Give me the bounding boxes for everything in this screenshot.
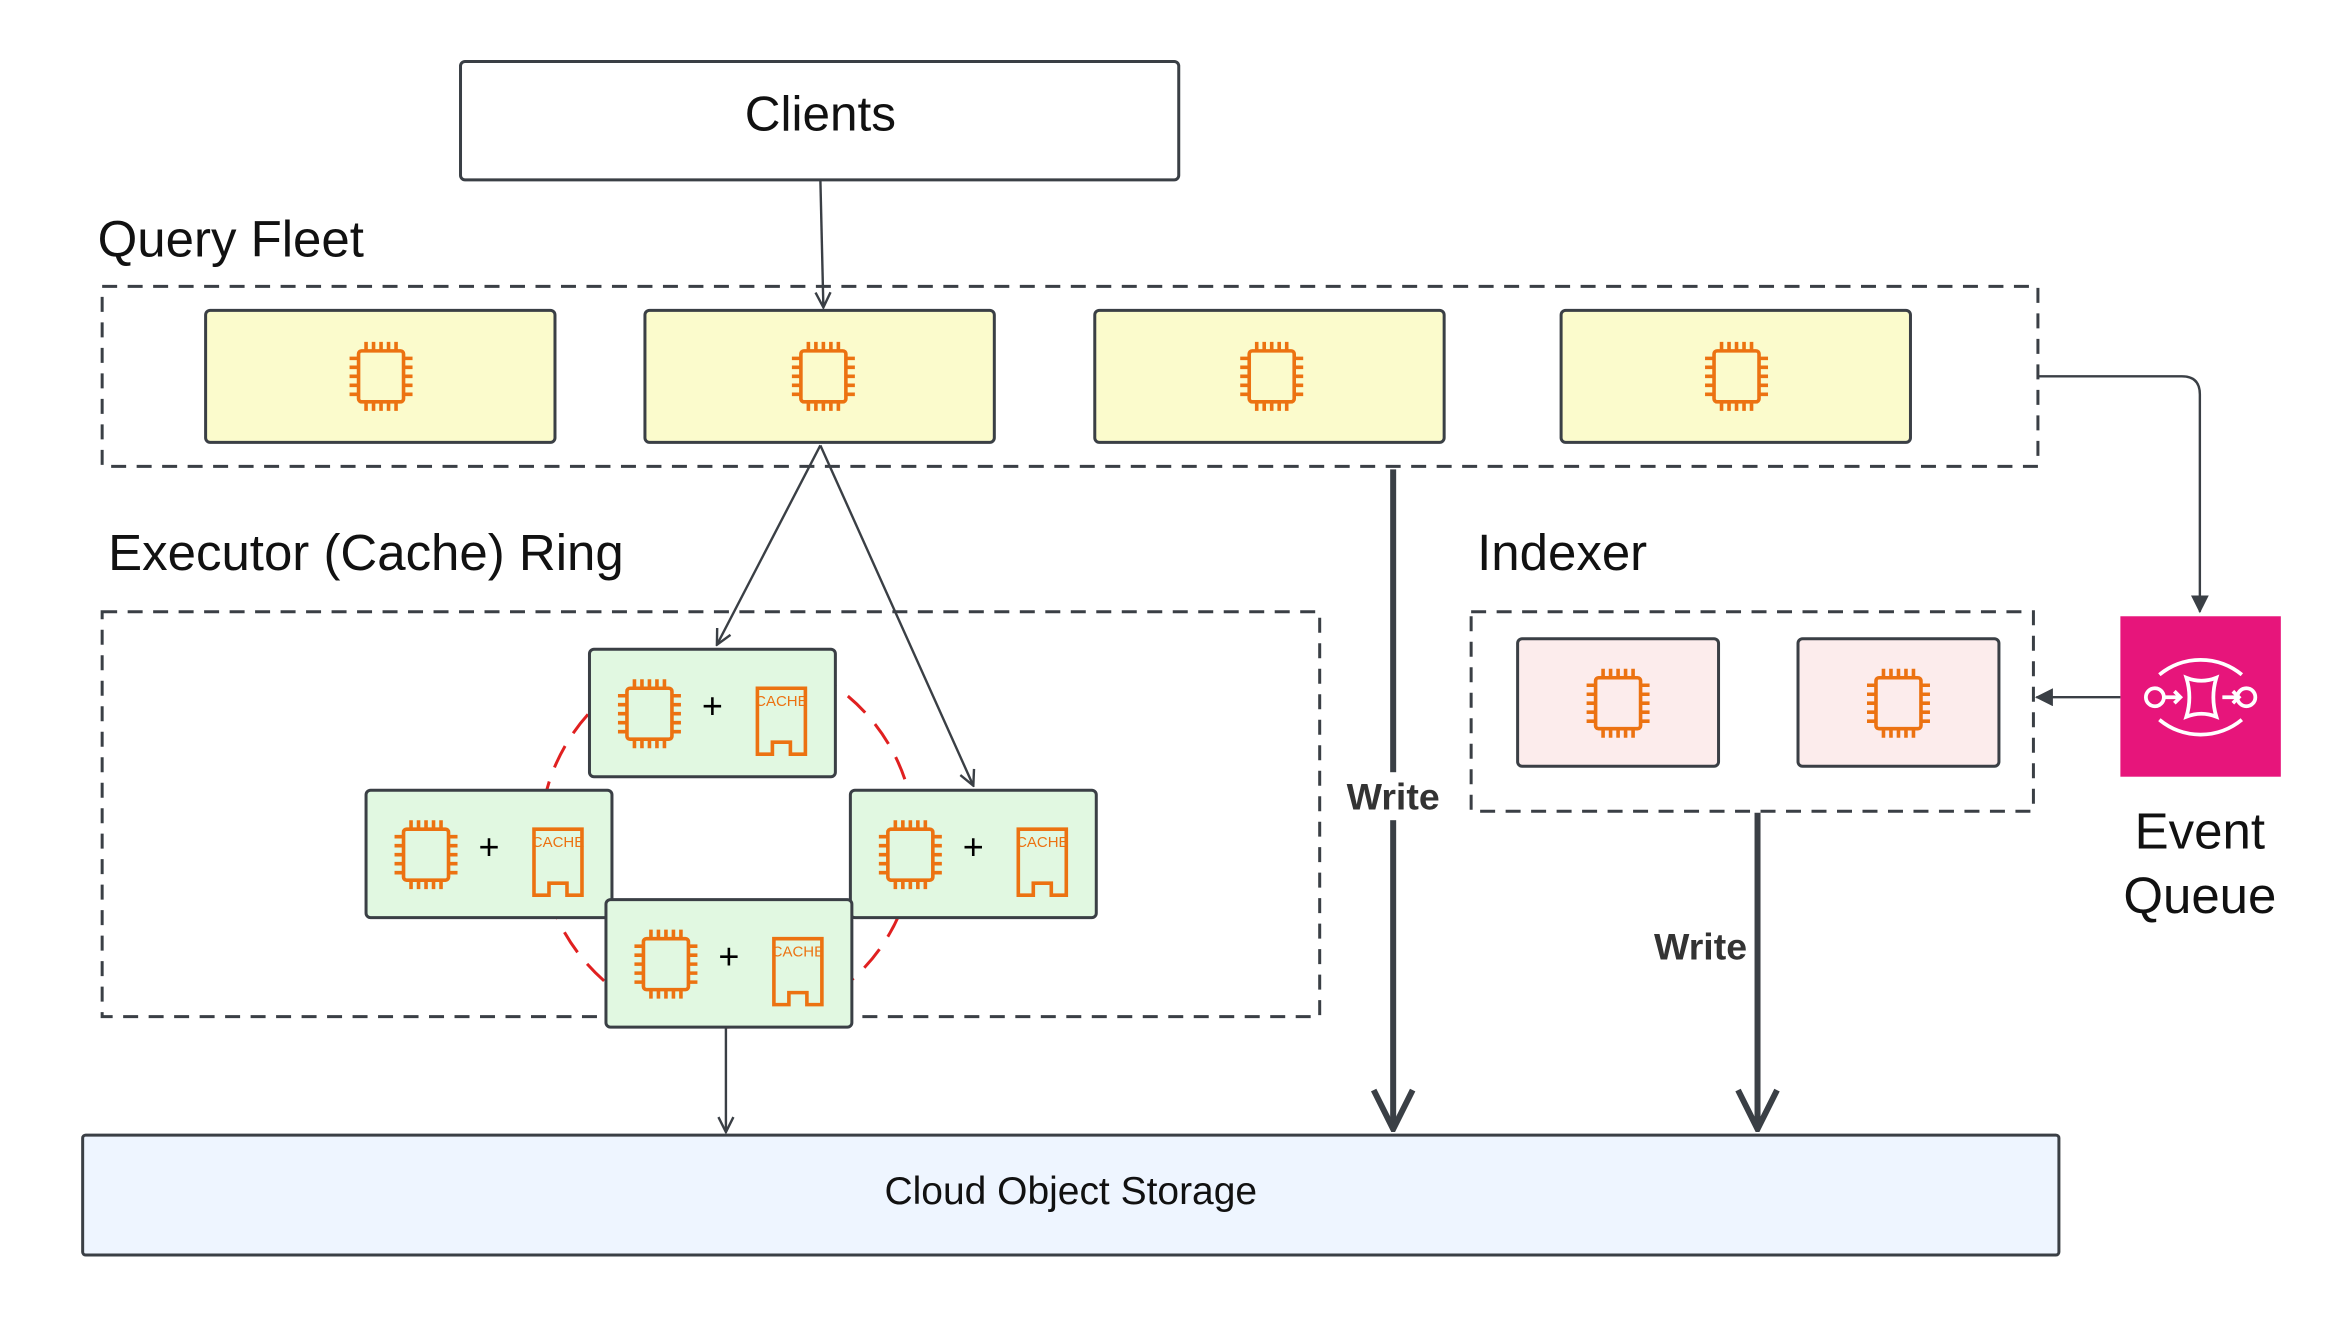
plus-sign: +: [963, 826, 984, 867]
clients-box: Clients: [459, 59, 1181, 182]
query-fleet-label: Query Fleet: [98, 210, 364, 267]
query-node: [204, 308, 557, 444]
event-queue-label-line1: Event: [2135, 803, 2265, 860]
executor-ring-label: Executor (Cache) Ring: [108, 524, 624, 581]
executor-node: + CACHE: [604, 898, 854, 1029]
fleet-to-executor-arrow: [819, 444, 973, 785]
executor-node: + CACHE: [587, 647, 837, 779]
event-queue-icon: [2120, 616, 2281, 777]
fleet-to-queue-arrow: [2037, 375, 2209, 614]
query-write-label: Write: [1347, 776, 1440, 818]
query-node: [1559, 308, 1912, 444]
plus-sign: +: [718, 936, 739, 977]
executor-node: + CACHE: [364, 788, 614, 920]
clients-to-fleet-arrow: [820, 179, 823, 307]
plus-sign: +: [478, 826, 499, 867]
cache-label: CACHE: [772, 944, 824, 961]
indexer-write-label: Write: [1654, 926, 1747, 968]
storage-label: Cloud Object Storage: [884, 1170, 1257, 1213]
cache-label: CACHE: [755, 693, 807, 710]
plus-sign: +: [702, 685, 723, 726]
event-queue-label-line2: Queue: [2123, 867, 2276, 924]
cloud-object-storage: Cloud Object Storage: [81, 1133, 2061, 1257]
query-node: [643, 308, 996, 444]
clients-label: Clients: [745, 86, 896, 141]
indexer-group: [1469, 610, 2035, 813]
indexer-node: [1796, 637, 2001, 768]
indexer-label: Indexer: [1477, 524, 1647, 581]
query-node: [1093, 308, 1446, 444]
executor-node: + CACHE: [848, 788, 1098, 920]
cache-label: CACHE: [532, 834, 584, 851]
cache-label: CACHE: [1016, 834, 1068, 851]
fleet-to-executor-arrow: [717, 444, 822, 644]
indexer-node: [1516, 637, 1721, 768]
